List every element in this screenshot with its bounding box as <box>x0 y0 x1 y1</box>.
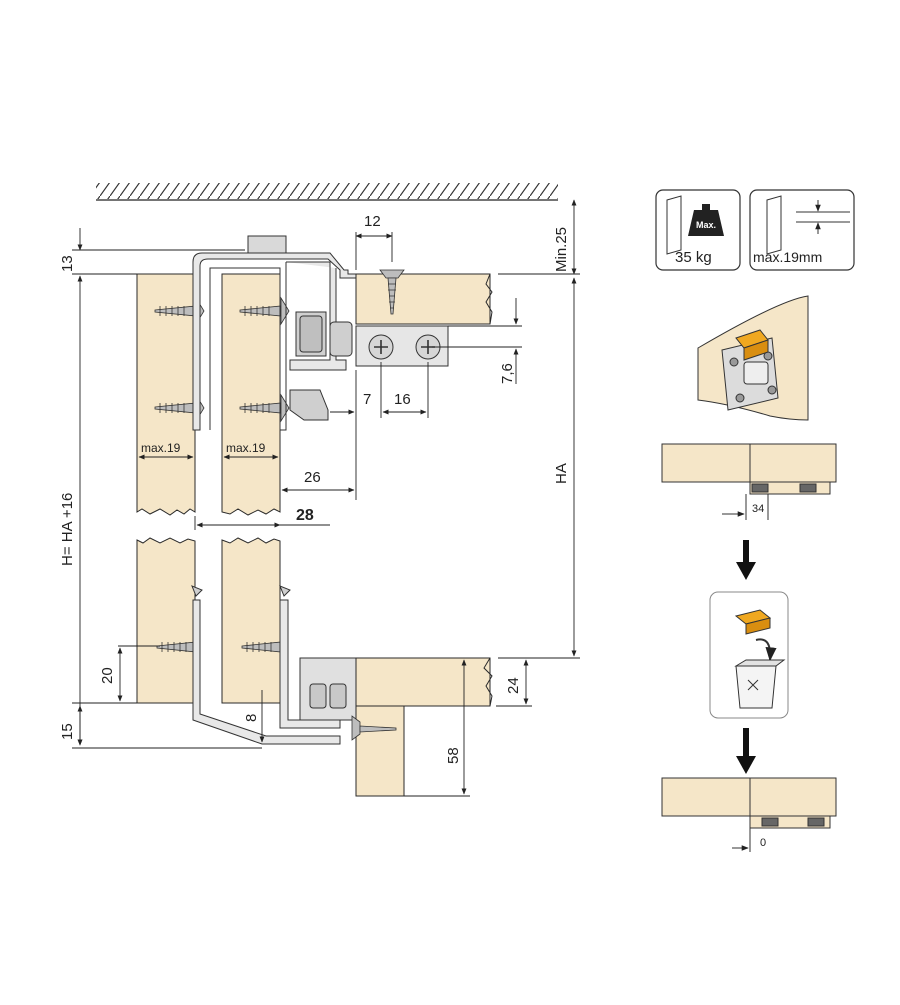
dim-max19-right: max.19 <box>226 441 266 455</box>
bottom-track <box>191 585 361 745</box>
screw-icon <box>351 715 397 741</box>
step-before-panels <box>661 443 837 520</box>
dim-8: 8 <box>243 714 260 722</box>
dim-7-6: 7,6 <box>499 363 516 384</box>
max-thickness-spec: max.19mm <box>749 189 855 271</box>
cabinet-bottom-wood <box>355 657 491 707</box>
dimension-lines <box>72 199 580 797</box>
max-weight-spec: Max. 35 kg <box>655 189 741 271</box>
weight-icon: Max. <box>688 204 724 236</box>
dim-total-height: H= HA +16 <box>59 493 76 566</box>
dim-34: 34 <box>752 503 764 515</box>
dim-0: 0 <box>760 837 766 849</box>
screw-icon <box>239 296 290 326</box>
remove-stopper-step <box>709 591 789 719</box>
arrow-down-icon <box>736 540 756 580</box>
dim-20: 20 <box>99 667 116 684</box>
screw-icon <box>239 393 290 423</box>
trash-bin-icon <box>734 659 786 709</box>
stopper-mounted-illustration <box>697 295 809 421</box>
dim-24: 24 <box>505 677 522 694</box>
step-after-panels <box>661 777 837 852</box>
dim-min25: Min.25 <box>553 227 570 272</box>
dim-max19-left: max.19 <box>141 441 181 455</box>
dim-28: 28 <box>296 507 314 524</box>
door-panels <box>136 273 281 704</box>
top-track <box>192 235 357 431</box>
dim-16: 16 <box>394 391 411 408</box>
svg-text:Max.: Max. <box>696 220 716 230</box>
dim-12: 12 <box>364 213 381 230</box>
screw-icon <box>379 269 405 315</box>
dim-13: 13 <box>59 255 76 272</box>
svg-text:35 kg: 35 kg <box>675 249 712 266</box>
dim-58: 58 <box>445 747 462 764</box>
mounting-bracket <box>355 325 449 367</box>
thickness-icon <box>796 200 850 234</box>
dim-15: 15 <box>59 723 76 740</box>
dim-ha: HA <box>553 463 570 484</box>
dim-26: 26 <box>304 469 321 486</box>
arrow-down-icon <box>736 728 756 774</box>
cabinet-top-wood <box>355 273 491 325</box>
plinth-wood <box>355 705 405 797</box>
svg-text:max.19mm: max.19mm <box>753 249 822 265</box>
ceiling <box>96 183 558 201</box>
dim-7: 7 <box>363 391 371 408</box>
